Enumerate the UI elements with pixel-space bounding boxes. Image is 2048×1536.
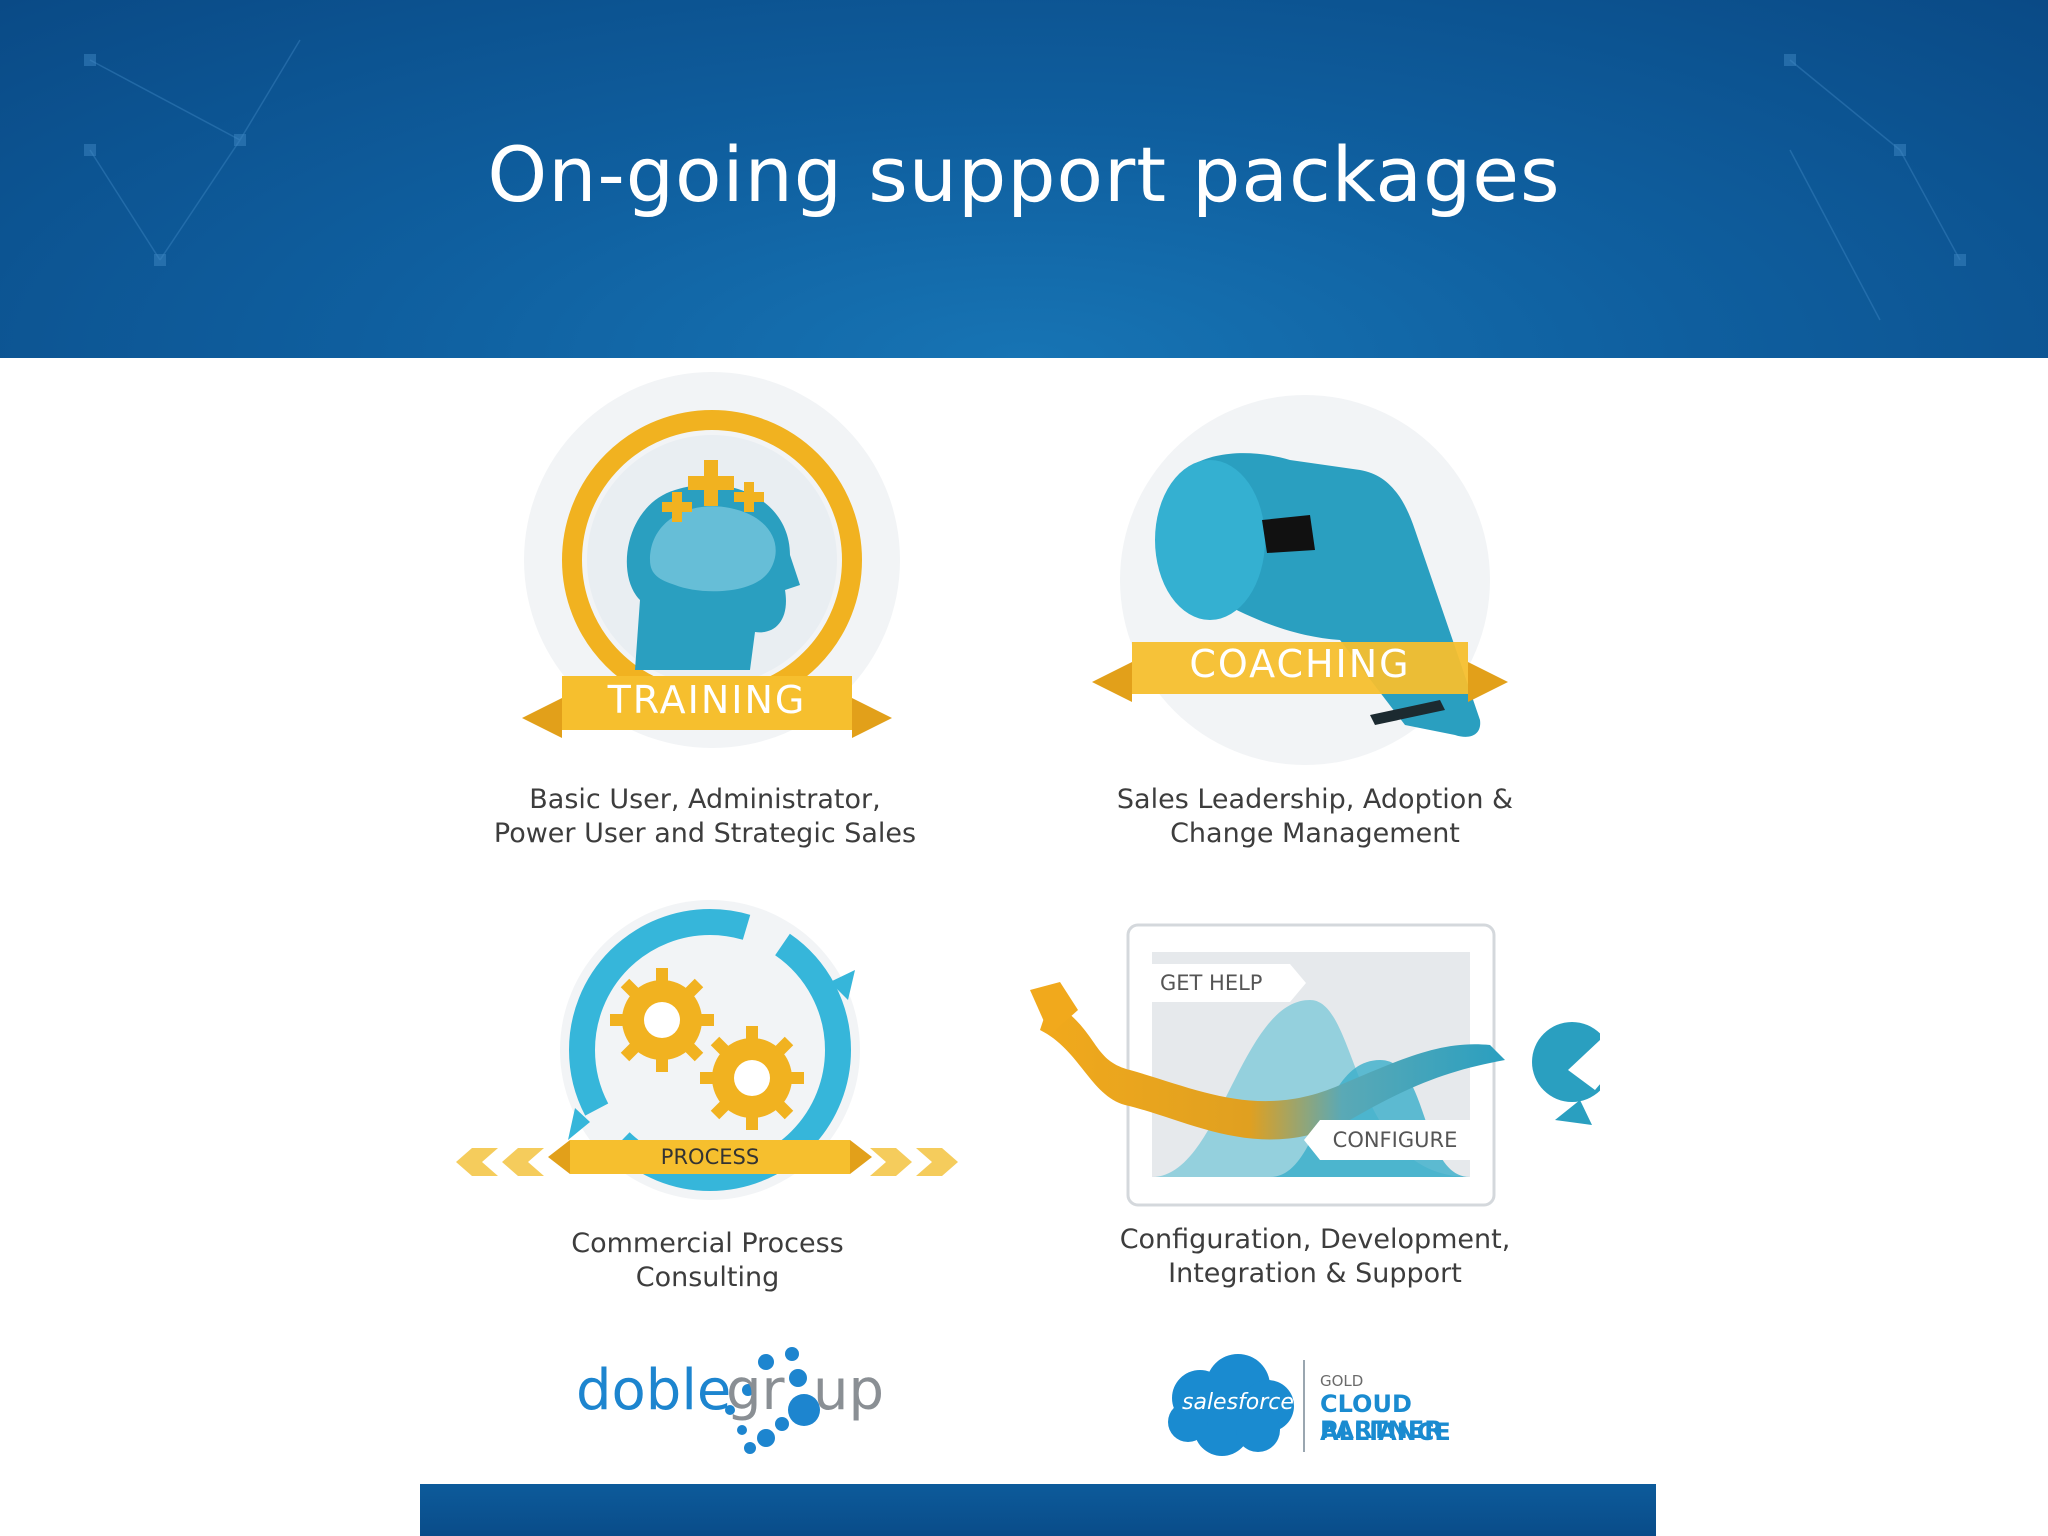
partner-line1: CLOUD ALLIANCE — [1320, 1390, 1451, 1446]
footer-bar — [420, 1484, 1656, 1536]
coaching-badge: COACHING — [1070, 390, 1520, 770]
training-caption-line2: Power User and Strategic Sales — [493, 818, 917, 849]
whistle-icon — [1092, 395, 1508, 765]
process-caption: Commercial Process Consulting — [480, 1227, 935, 1295]
salesforce-wordmark: salesforce — [1182, 1390, 1294, 1415]
coaching-caption: Sales Leadership, Adoption & Change Mana… — [1080, 783, 1550, 851]
configure-caption: Configuration, Development, Integration … — [1080, 1223, 1550, 1291]
configure-caption-line1: Configuration, Development, — [1119, 1224, 1511, 1255]
process-badge-label: PROCESS — [660, 1145, 760, 1169]
process-caption-line2: Consulting — [635, 1262, 780, 1293]
slide-header: On-going support packages — [0, 0, 2048, 358]
training-caption: Basic User, Administrator, Power User an… — [460, 783, 950, 851]
group-wordmark-end: up — [813, 1358, 885, 1423]
configure-badge: GET HELP CONFIGURE — [1020, 920, 1612, 1210]
network-background — [84, 39, 1966, 321]
group-wordmark-start: gr — [726, 1358, 785, 1423]
partner-line2: PARTNER — [1320, 1416, 1443, 1444]
doblegroup-logo: doble gr up — [570, 1340, 910, 1460]
process-caption-line1: Commercial Process — [571, 1228, 844, 1259]
logo-divider — [1303, 1360, 1305, 1452]
coaching-caption-line1: Sales Leadership, Adoption & — [1116, 784, 1514, 815]
training-caption-line1: Basic User, Administrator, — [529, 784, 881, 815]
coaching-caption-line2: Change Management — [1170, 818, 1460, 849]
partner-tier: GOLD — [1320, 1372, 1364, 1390]
wrench-screen-icon — [1030, 923, 1612, 1207]
page-title: On-going support packages — [487, 130, 1561, 219]
training-badge: TRAINING — [500, 370, 920, 770]
salesforce-cloud-icon — [1168, 1354, 1294, 1456]
coaching-badge-label: COACHING — [1189, 642, 1411, 686]
bubble-o-icon — [788, 1394, 820, 1426]
doble-wordmark: doble — [576, 1358, 732, 1423]
training-badge-label: TRAINING — [607, 678, 807, 722]
configure-caption-line2: Integration & Support — [1168, 1258, 1462, 1289]
gears-icon — [456, 900, 958, 1200]
configure-label: CONFIGURE — [1332, 1128, 1458, 1152]
training-head-icon — [522, 372, 900, 748]
bubbles-icon — [725, 1347, 807, 1454]
salesforce-partner-logo: salesforce GOLD CLOUD ALLIANCE PARTNER — [1160, 1350, 1530, 1460]
process-badge: PROCESS — [450, 890, 970, 1210]
get-help-label: GET HELP — [1160, 971, 1263, 995]
